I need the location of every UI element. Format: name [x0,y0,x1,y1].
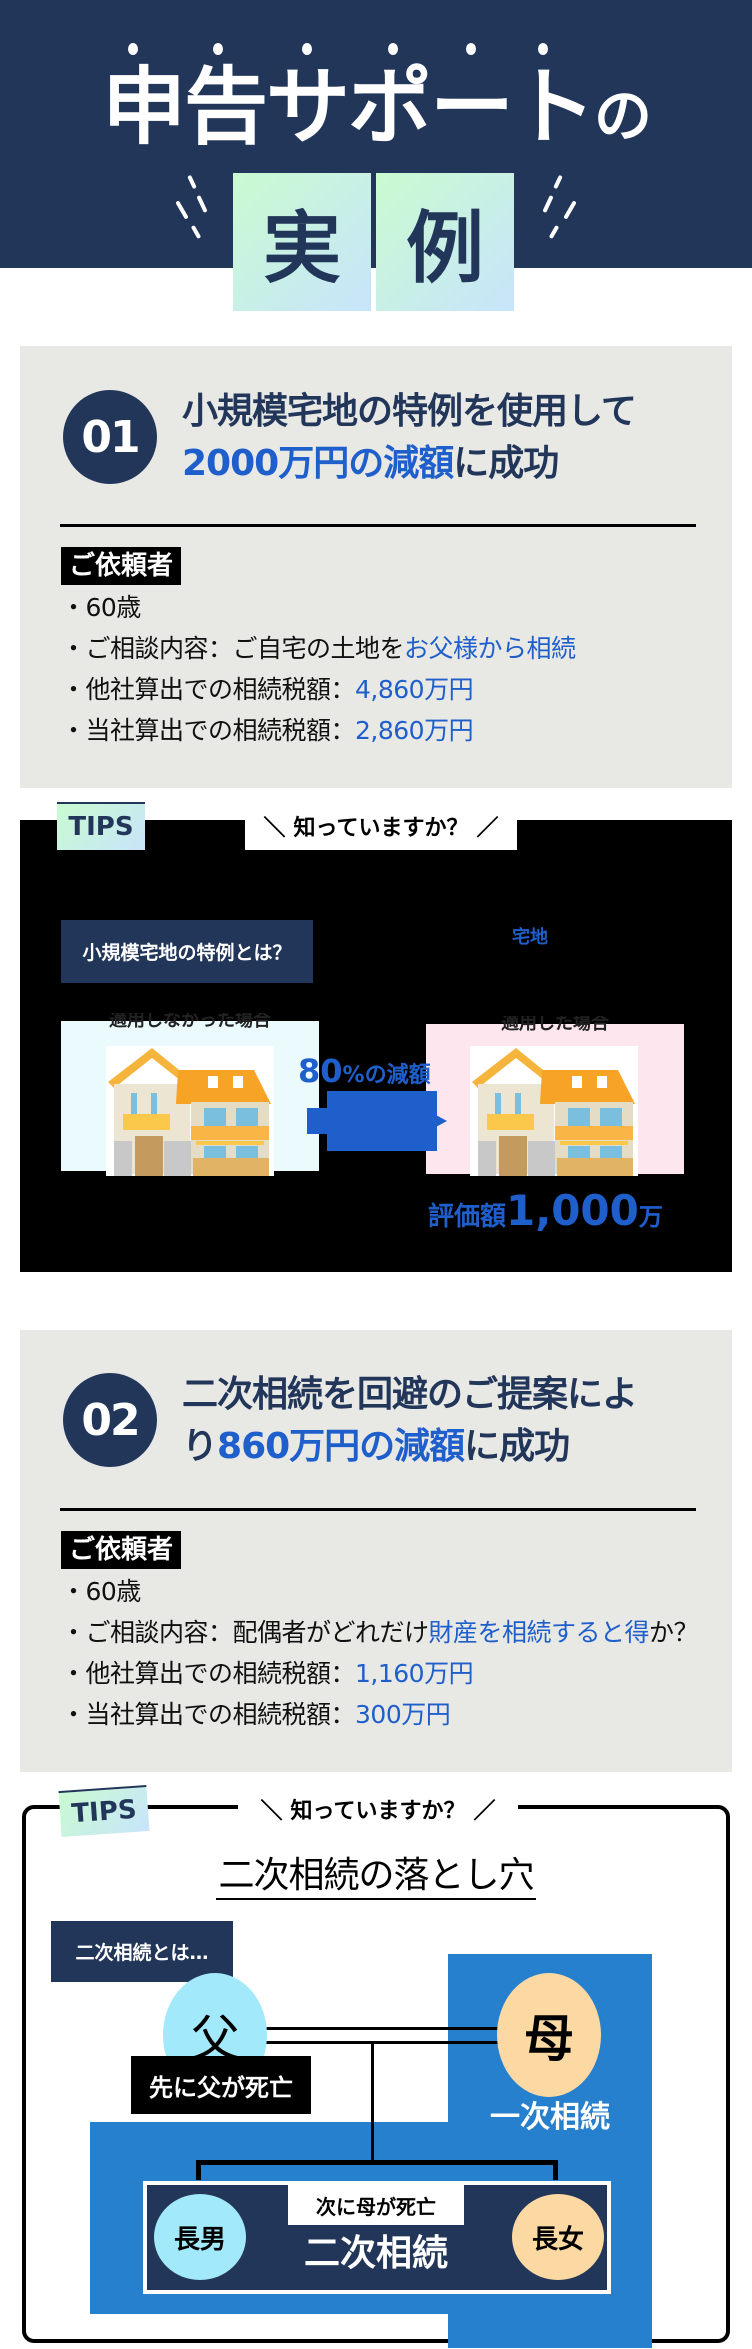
client-item-consult: ・ご相談内容：ご自宅の土地をお父様から相続 [61,628,576,669]
client-item-age: ・60歳 [61,587,576,628]
slash-right-icon: ／ [473,1799,496,1824]
title-particle: の [594,82,652,150]
client-details: ・60歳 ・ご相談内容：ご自宅の土地をお父様から相続 ・他社算出での相続税額：4… [61,587,576,751]
mother-died-label: 次に母が死亡 [288,2185,464,2225]
decor-dot [538,43,548,55]
reduction-number: 80 [298,1052,343,1090]
children-line [196,2160,201,2180]
reduction-label: 80%の減額 [298,1052,431,1090]
client-details: ・60歳 ・ご相談内容：配偶者がどれだけ財産を相続すると得か？ ・他社算出での相… [61,1571,699,1735]
valuation-amount: 評価額1,000万 [428,1186,663,1235]
tips-tag: TIPS [58,1784,150,1838]
case-title-prefix: り [182,1426,218,1467]
descent-line [371,2041,374,2151]
case-number-badge: 01 [63,390,157,484]
case-title-highlight: 2000万円の減額 [182,443,454,484]
slash-right-icon: ／ [476,816,499,841]
decor-dot [466,43,476,55]
client-item-other-tax: ・他社算出での相続税額：4,860万円 [61,669,576,710]
house-icon [470,1046,638,1176]
what-is-label: 二次相続とは… [51,1921,233,1982]
item-value: 財産を相続すると得 [428,1618,650,1647]
panel-label: 適用した場合 [501,1016,609,1034]
divider [60,1508,696,1511]
title-main: 申告サポート [101,58,596,156]
client-item-our-tax: ・当社算出での相続税額：300万円 [61,1694,698,1735]
pitfall-title: 二次相続の落とし穴 [216,1855,536,1900]
eldest-daughter-node: 長女 [512,2194,604,2280]
valuation-value: 1,000 [506,1186,639,1235]
item-text: ・当社算出での相続税額： [61,1700,356,1729]
first-inheritance-label: 一次相続 [490,2100,610,2135]
client-section: ご依頼者 ・60歳 ・ご相談内容：ご自宅の土地をお父様から相続 ・他社算出での相… [61,547,576,751]
pitfall-title-wrap: 二次相続の落とし穴 [0,1846,752,1900]
decor-dot [128,43,138,55]
reduction-unit: %の減額 [342,1063,431,1088]
know-label: ＼ 知っていますか？ ／ [238,1789,518,1829]
case-title-line1: 二次相続を回避のご提案によ [182,1374,638,1415]
case-title: 二次相続を回避のご提案によ り860万円の減額に成功 [182,1369,722,1473]
item-text: ・ご相談内容：配偶者がどれだけ [61,1618,429,1647]
divider [60,524,696,527]
keyword-highlight: 宅地 [512,927,548,948]
item-text: ・他社算出での相続税額： [61,675,356,704]
panel-label: 適用しなかった場合 [109,1013,271,1031]
children-line [553,2160,558,2180]
eldest-son-node: 長男 [154,2194,246,2280]
item-text: ・60歳 [61,1577,141,1606]
know-label-text: 知っていますか？ [290,1799,466,1824]
mother-node: 母 [497,1973,601,2097]
item-value: お父様から相続 [404,634,576,663]
arrow-right-icon [307,1091,447,1151]
tips-tag: TIPS [57,802,145,850]
case-title-suffix: に成功 [464,1426,570,1467]
valuation-unit: 万 [638,1203,663,1231]
item-text: ・他社算出での相続税額： [61,1659,356,1688]
children-line [196,2160,557,2165]
case-title: 小規模宅地の特例を使用して 2000万円の減額に成功 [182,386,722,490]
page-title: 申告サポートの [0,62,752,161]
client-label: ご依頼者 [61,1531,182,1569]
client-item-age: ・60歳 [61,1571,698,1612]
case-title-suffix: に成功 [453,443,559,484]
client-item-other-tax: ・他社算出での相続税額：1,160万円 [61,1653,698,1694]
hero-tile-1: 実 [233,173,371,311]
case-title-highlight: 860万円の減額 [217,1426,465,1467]
father-died-label: 先に父が死亡 [131,2056,311,2114]
item-text: ・当社算出での相続税額： [61,716,356,745]
decor-dot [302,43,312,55]
tips-heading: 小規模宅地の特例とは？ [61,920,313,983]
item-value: 4,860万円 [355,675,474,704]
house-icon [106,1046,274,1176]
item-suffix: か？ [649,1618,699,1647]
item-value: 2,860万円 [355,716,474,745]
client-item-our-tax: ・当社算出での相続税額：2,860万円 [61,710,576,751]
client-item-consult: ・ご相談内容：配偶者がどれだけ財産を相続すると得か？ [61,1612,699,1653]
item-text: ・60歳 [61,593,141,622]
know-label: ＼ 知っていますか？ ／ [245,802,517,850]
decor-dot [213,43,223,55]
marriage-line [266,2027,504,2030]
second-inheritance-label: 二次相続 [303,2233,448,2274]
item-text: ・ご相談内容：ご自宅の土地を [61,634,405,663]
client-section: ご依頼者 ・60歳 ・ご相談内容：配偶者がどれだけ財産を相続すると得か？ ・他社… [61,1531,699,1735]
case-title-line1: 小規模宅地の特例を使用して [182,391,637,432]
know-label-text: 知っていますか？ [293,816,469,841]
item-value: 300万円 [355,1700,451,1729]
valuation-label: 評価額 [428,1202,507,1232]
slash-left-icon: ＼ [263,816,286,841]
case-number-badge: 02 [63,1373,157,1467]
decor-dot [388,43,398,55]
marriage-line [266,2041,504,2044]
hero-tile-2: 例 [376,173,514,311]
client-label: ご依頼者 [61,547,182,585]
item-value: 1,160万円 [355,1659,474,1688]
descent-line [371,2145,374,2163]
slash-left-icon: ＼ [260,1799,283,1824]
